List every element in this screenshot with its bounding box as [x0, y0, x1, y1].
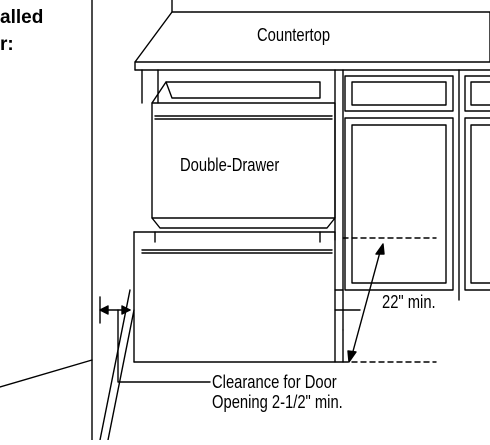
right-cabinet-doors [344, 117, 490, 291]
upper-drawer [151, 81, 336, 229]
countertop-slab [134, 0, 490, 71]
countertop-label: Countertop [257, 25, 331, 45]
depth-label: 22" min. [382, 292, 436, 312]
clearance-dimension [99, 296, 211, 383]
clearance-label-line-1: Clearance for Door [212, 372, 337, 392]
baseboard [99, 289, 361, 441]
depth-dimension [342, 237, 437, 363]
double-drawer-label: Double-Drawer [180, 155, 280, 175]
header-line-1: alled [0, 7, 44, 28]
header-line-2: r: [0, 34, 14, 55]
cabinet-frame [141, 69, 460, 331]
clearance-label-line-2: Opening 2-1/2" min. [212, 392, 343, 412]
lower-drawer [133, 231, 344, 363]
wall [0, 0, 93, 441]
right-cabinet-drawers [344, 75, 490, 112]
